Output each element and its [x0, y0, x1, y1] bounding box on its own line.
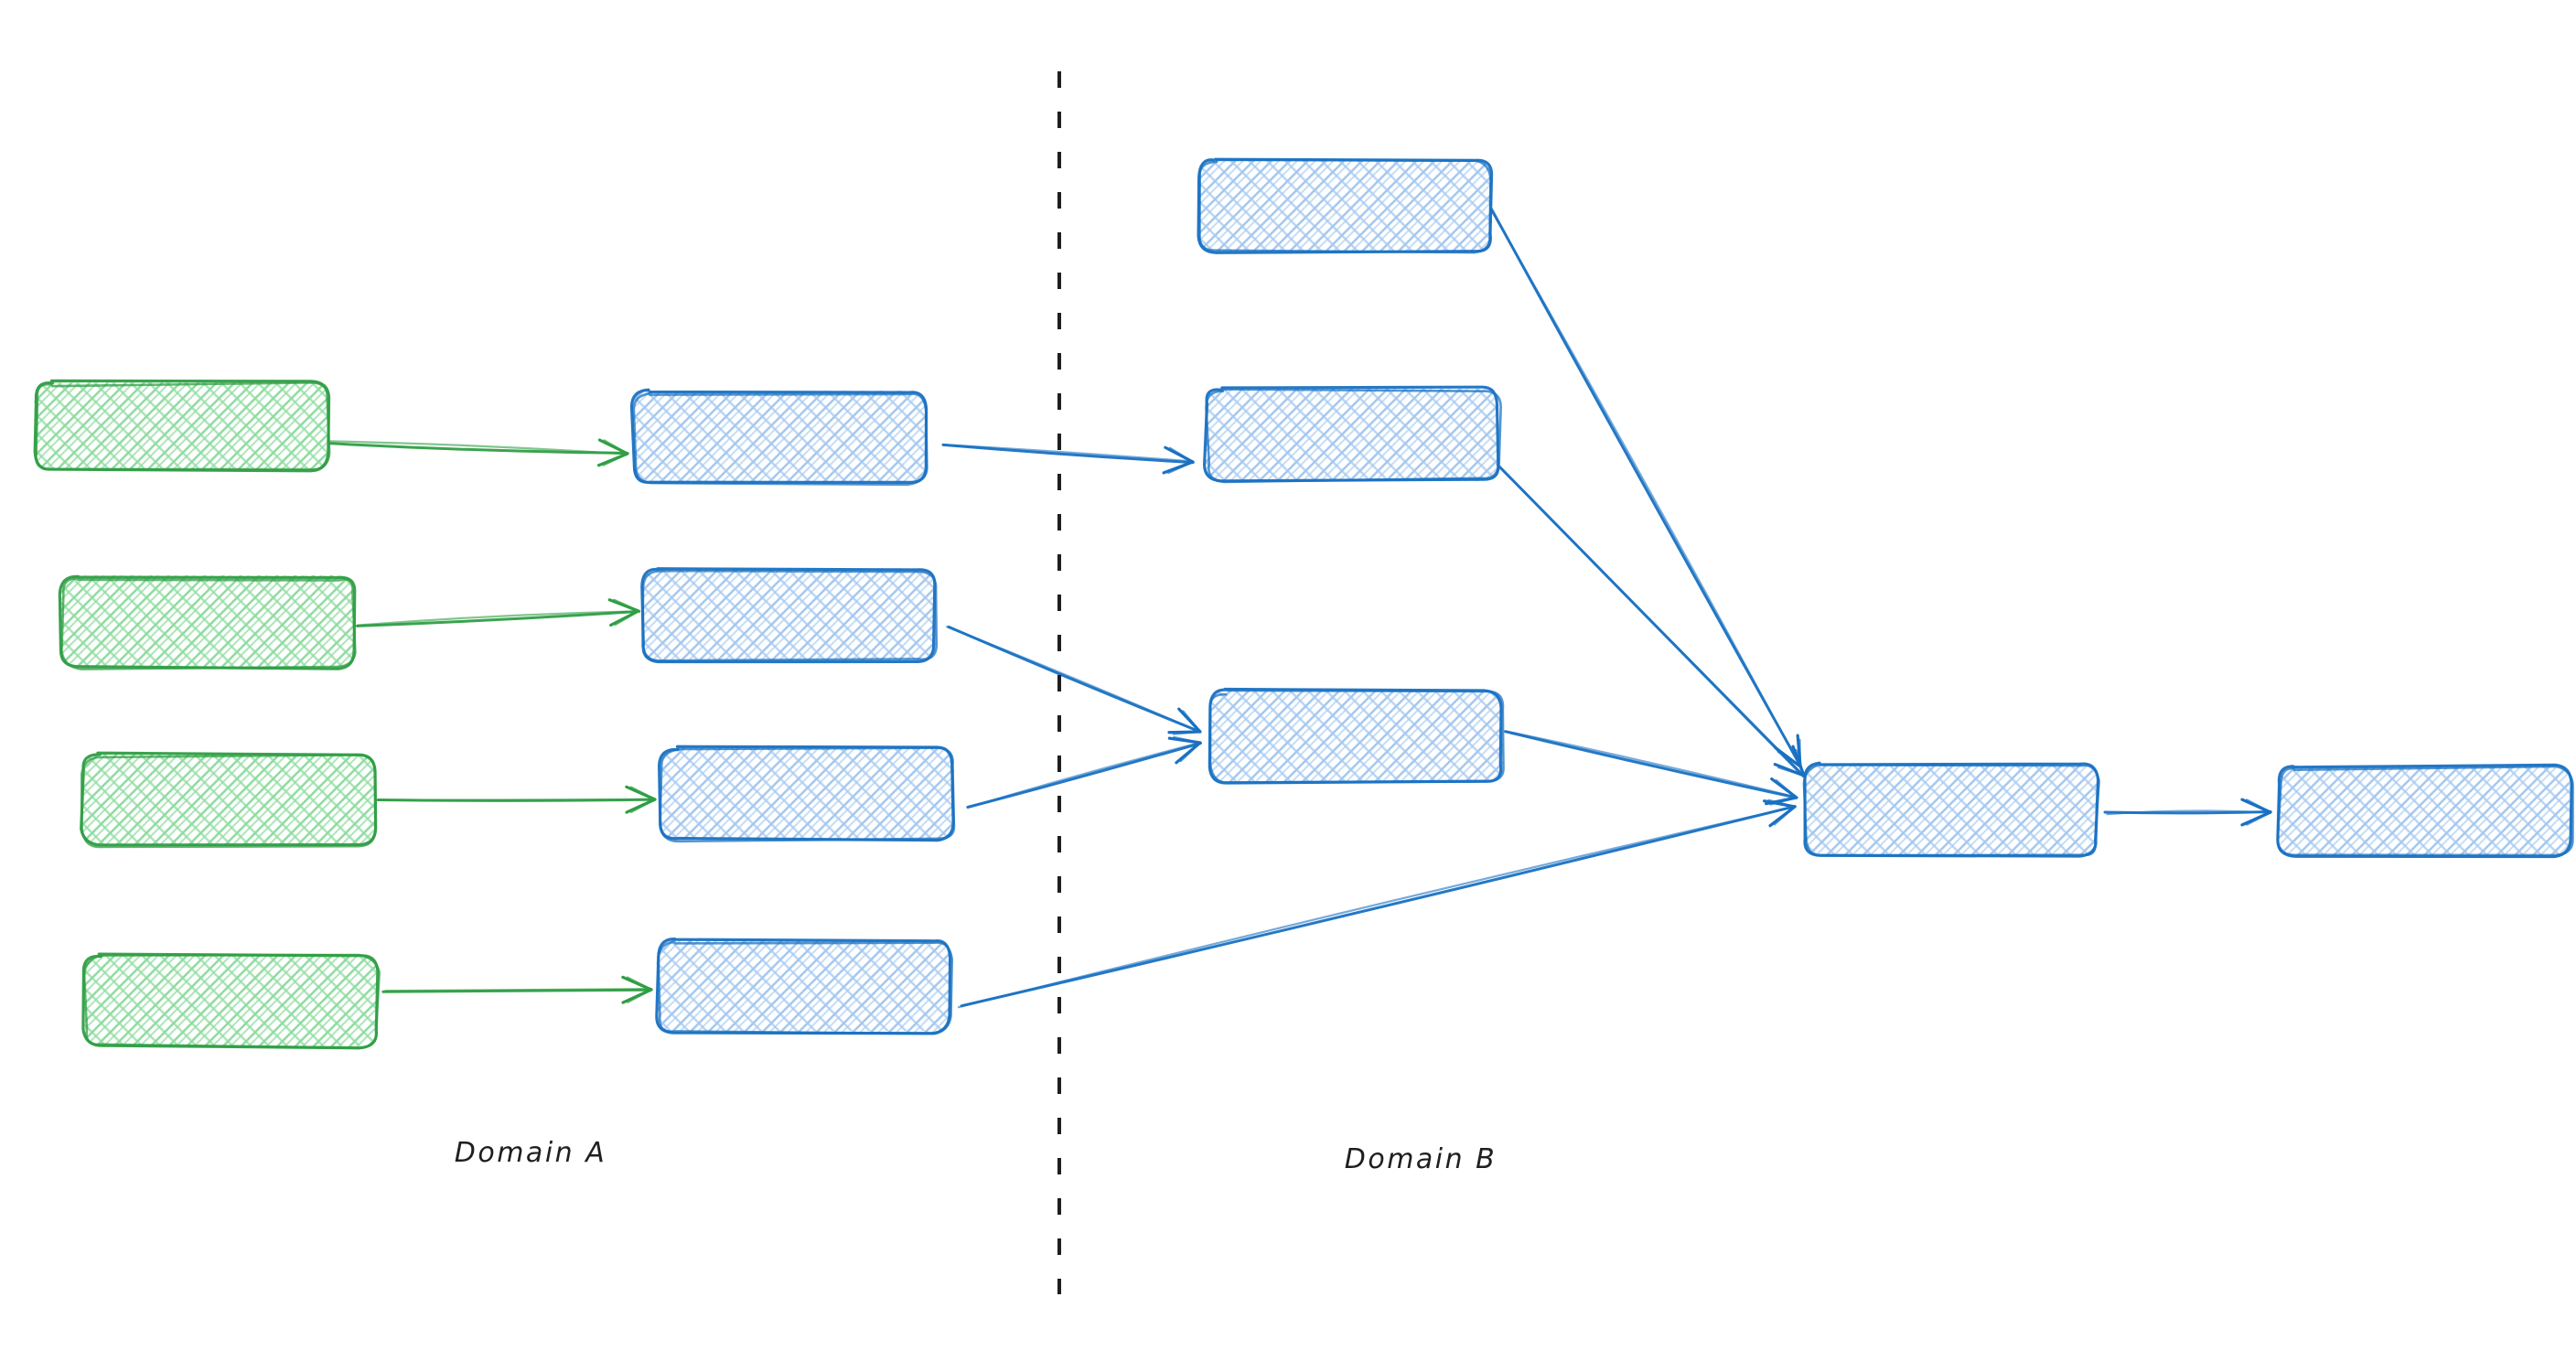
- node-fill-hatch-b: [656, 939, 950, 1032]
- arrow-head: [621, 975, 653, 1004]
- node-a-src-3[interactable]: [80, 751, 378, 849]
- node-fill-hatch-b: [660, 746, 955, 840]
- labels-layer: Domain A Domain B: [455, 1137, 1497, 1175]
- edge-line-2: [1496, 463, 1806, 777]
- node-b-node-1[interactable]: [1197, 157, 1494, 254]
- edge-line-2: [376, 798, 657, 802]
- edge-b-merge-to-b-sink[interactable]: [2103, 798, 2272, 827]
- node-outline-2: [1198, 158, 1492, 254]
- edge-b-node-2-to-b-merge[interactable]: [1496, 463, 1806, 778]
- node-a-proc-4[interactable]: [655, 938, 954, 1035]
- edge-a-src-4-to-a-proc-4[interactable]: [381, 975, 653, 1004]
- edge-line-2: [968, 741, 1201, 809]
- edge-a-src-1-to-a-proc-1[interactable]: [327, 438, 629, 467]
- node-b-node-3[interactable]: [1208, 687, 1505, 785]
- arrow-head: [1773, 745, 1806, 777]
- node-fill-hatch-b: [1206, 388, 1499, 481]
- edge-line-2: [327, 440, 628, 456]
- node-a-proc-1[interactable]: [629, 388, 928, 487]
- arrow-head-stroke: [613, 598, 640, 627]
- node-fill-hatch-b: [34, 381, 327, 469]
- node-fill-hatch-b: [1803, 763, 2098, 856]
- node-a-proc-3[interactable]: [658, 745, 956, 843]
- node-fill-hatch-b: [1208, 690, 1502, 782]
- edge-line-2: [941, 443, 1195, 463]
- node-outline-2: [659, 746, 956, 843]
- node-fill-hatch-b: [82, 753, 377, 847]
- node-outline-2: [657, 940, 954, 1035]
- node-outline-2: [80, 754, 377, 849]
- edge-a-proc-3-to-b-node-3[interactable]: [966, 735, 1202, 809]
- node-a-src-1[interactable]: [33, 379, 331, 473]
- edge-b-node-1-to-b-merge[interactable]: [1489, 208, 1802, 768]
- node-a-src-2[interactable]: [58, 574, 357, 670]
- node-outline-2: [35, 381, 331, 471]
- node-b-sink[interactable]: [2276, 763, 2574, 859]
- edge-a-src-3-to-a-proc-3[interactable]: [376, 785, 657, 814]
- arrow-head: [1162, 445, 1195, 475]
- node-fill-hatch-b: [2278, 765, 2572, 857]
- edge-line-1: [960, 805, 1797, 1008]
- edges-layer: [327, 208, 2272, 1009]
- arrow-head: [2240, 798, 2272, 827]
- edge-a-proc-2-to-b-node-3[interactable]: [946, 625, 1202, 735]
- node-outline-2: [82, 953, 381, 1049]
- node-fill-hatch-b: [60, 575, 356, 668]
- edge-a-proc-1-to-b-node-2[interactable]: [941, 443, 1195, 475]
- domain-a-label: Domain A: [455, 1137, 606, 1169]
- node-fill-hatch-b: [84, 954, 378, 1046]
- edge-line-2: [957, 805, 1796, 1009]
- arrow-head-stroke: [1776, 748, 1806, 777]
- edge-b-node-3-to-b-merge[interactable]: [1504, 730, 1798, 806]
- edge-line-2: [2106, 809, 2271, 816]
- edge-line-1: [1504, 730, 1798, 799]
- node-outline-2: [1208, 689, 1505, 784]
- node-fill-hatch-b: [1197, 159, 1493, 253]
- edge-line-1: [381, 988, 653, 993]
- edge-line-1: [355, 609, 641, 627]
- edge-line-2: [384, 988, 653, 992]
- node-outline-2: [632, 391, 928, 487]
- nodes-layer: [33, 157, 2574, 1050]
- arrow-head-stroke: [1769, 778, 1798, 806]
- arrow-head-stroke: [1167, 446, 1195, 475]
- arrow-head: [1765, 777, 1798, 806]
- arrow-head-stroke: [2245, 799, 2272, 826]
- arrow-head: [596, 438, 629, 467]
- arrow-head-stroke: [629, 786, 657, 813]
- arrow-head-stroke: [1173, 735, 1202, 763]
- node-outline-2: [1205, 388, 1502, 484]
- arrow-head: [1167, 707, 1202, 735]
- domain-b-label: Domain B: [1345, 1143, 1497, 1175]
- node-a-src-4[interactable]: [81, 952, 381, 1050]
- edge-a-proc-4-to-b-merge[interactable]: [957, 799, 1797, 1009]
- edge-line-2: [1504, 730, 1798, 799]
- edge-line-2: [1489, 209, 1801, 767]
- edge-line-2: [946, 626, 1202, 734]
- node-b-merge[interactable]: [1802, 761, 2100, 858]
- arrow-head: [1167, 735, 1202, 765]
- node-outline-2: [641, 569, 939, 662]
- node-outline-2: [60, 577, 357, 670]
- node-fill-hatch-b: [641, 568, 937, 660]
- node-outline-2: [2276, 765, 2574, 857]
- node-a-proc-2[interactable]: [640, 567, 939, 664]
- node-b-node-2[interactable]: [1203, 385, 1502, 484]
- edge-line-2: [356, 610, 640, 627]
- edge-a-src-2-to-a-proc-2[interactable]: [355, 598, 641, 627]
- arrow-head: [625, 785, 657, 814]
- node-fill-hatch-b: [633, 390, 928, 483]
- node-outline-1: [58, 574, 357, 670]
- arrow-head-stroke: [626, 976, 653, 1003]
- arrow-head: [607, 598, 640, 627]
- arrow-head-stroke: [1172, 710, 1202, 735]
- arrow-head-stroke: [602, 439, 629, 466]
